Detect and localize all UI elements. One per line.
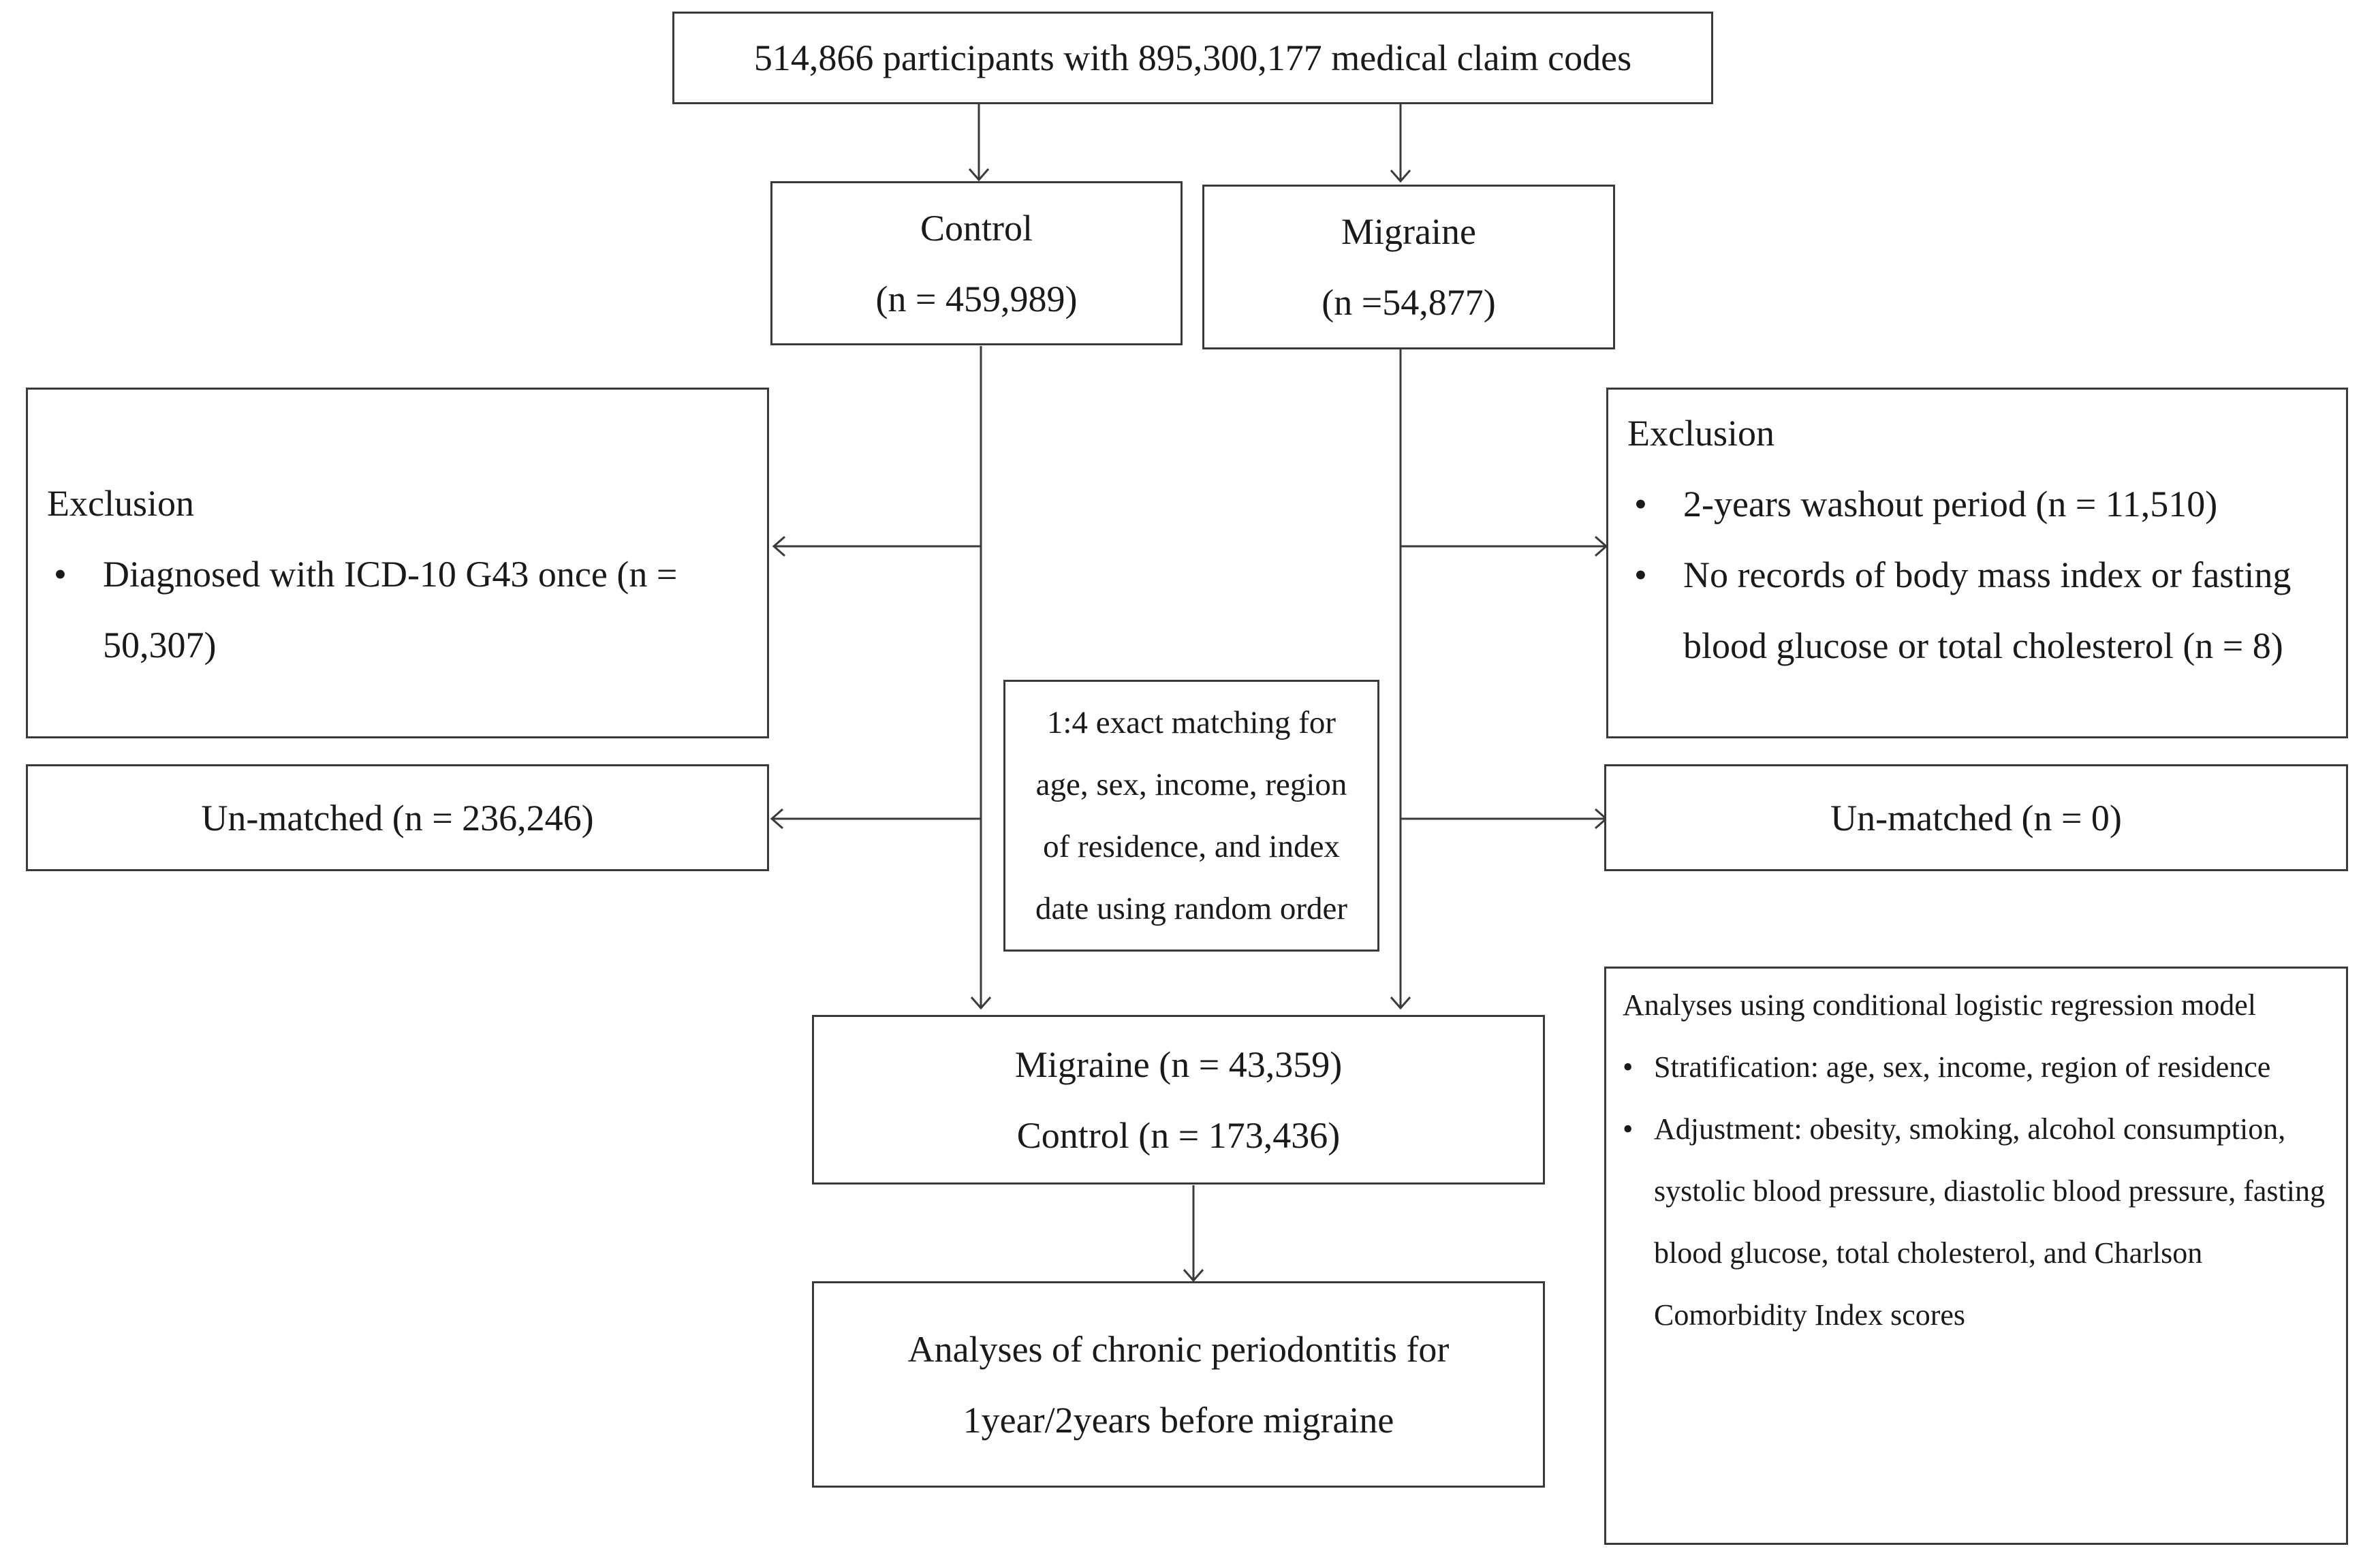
- exclusion-left-title: Exclusion: [47, 483, 194, 524]
- migraine-box: Migraine (n =54,877): [1202, 185, 1615, 349]
- matched-box: Migraine (n = 43,359) Control (n = 173,4…: [812, 1015, 1545, 1185]
- matching-box: 1:4 exact matching for age, sex, income,…: [1003, 680, 1379, 952]
- unmatched-right-box: Un-matched (n = 0): [1604, 764, 2348, 871]
- exclusion-left-item: Diagnosed with ICD-10 G43 once (n = 50,3…: [47, 539, 740, 680]
- exclusion-right-item: 2-years washout period (n = 11,510): [1627, 469, 2326, 539]
- model-list: Stratification: age, sex, income, region…: [1623, 1036, 2327, 1346]
- unmatched-left-box: Un-matched (n = 236,246): [26, 764, 769, 871]
- model-box: Analyses using conditional logistic regr…: [1604, 967, 2348, 1545]
- exclusion-right-item: No records of body mass index or fasting…: [1627, 539, 2326, 681]
- exclusion-left-box: Exclusion Diagnosed with ICD-10 G43 once…: [26, 388, 769, 738]
- migraine-title: Migraine: [1341, 211, 1476, 252]
- unmatched-right-text: Un-matched (n = 0): [1830, 797, 2122, 838]
- arrowhead-migraine: [1390, 170, 1411, 183]
- analysis-box: Analyses of chronic periodontitis for 1y…: [812, 1281, 1545, 1488]
- arrowhead-analysis: [1183, 1269, 1204, 1283]
- analysis-text: Analyses of chronic periodontitis for 1y…: [907, 1328, 1450, 1441]
- unmatched-left-text: Un-matched (n = 236,246): [201, 797, 594, 838]
- arrowhead-exclusion-left: [772, 535, 785, 557]
- exclusion-right-list: 2-years washout period (n = 11,510) No r…: [1627, 469, 2326, 681]
- exclusion-right-box: Exclusion 2-years washout period (n = 11…: [1606, 388, 2348, 738]
- arrowhead-control: [968, 168, 990, 182]
- control-title: Control: [920, 207, 1033, 249]
- matched-control: Control (n = 173,436): [1016, 1114, 1341, 1156]
- participants-box: 514,866 participants with 895,300,177 me…: [672, 12, 1713, 104]
- matched-migraine: Migraine (n = 43,359): [1014, 1044, 1343, 1085]
- exclusion-right-title: Exclusion: [1627, 413, 1774, 454]
- migraine-count: (n =54,877): [1322, 282, 1496, 323]
- model-title: Analyses using conditional logistic regr…: [1623, 988, 2256, 1022]
- arrowhead-unmatched-left: [770, 808, 783, 830]
- arrowhead-control-to-matched: [970, 997, 992, 1010]
- matching-text: 1:4 exact matching for age, sex, income,…: [1035, 704, 1348, 926]
- control-count: (n = 459,989): [875, 278, 1078, 319]
- arrowhead-migraine-to-matched: [1390, 997, 1411, 1010]
- control-box: Control (n = 459,989): [770, 181, 1183, 345]
- participants-text: 514,866 participants with 895,300,177 me…: [753, 37, 1632, 78]
- exclusion-left-list: Diagnosed with ICD-10 G43 once (n = 50,3…: [47, 539, 740, 680]
- model-item-stratification: Stratification: age, sex, income, region…: [1623, 1036, 2327, 1098]
- model-item-adjustment: Adjustment: obesity, smoking, alcohol co…: [1623, 1098, 2327, 1346]
